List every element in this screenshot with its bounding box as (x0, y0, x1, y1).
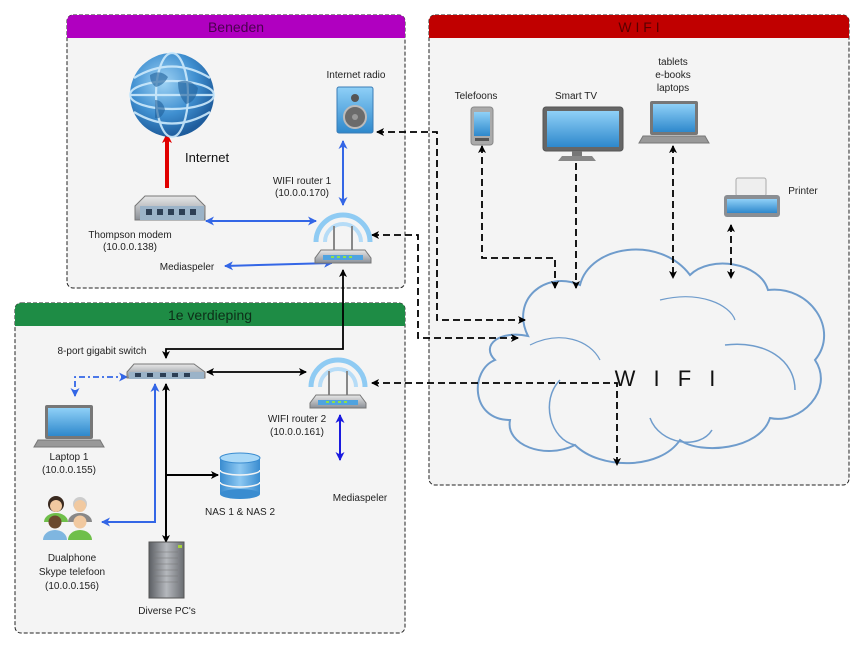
router2-label: WIFI router 2 (268, 414, 327, 425)
laptop-icon (33, 405, 105, 448)
node-printer[interactable]: Printer (724, 177, 818, 217)
laptop-icon (638, 101, 710, 144)
modem-label: Thompson modem (88, 230, 171, 241)
speaker-icon (336, 86, 374, 134)
zone-wifi-title: W I F I (618, 19, 659, 35)
zone-beneden-title: Beneden (208, 19, 264, 35)
mobile-label-1: tablets (658, 57, 687, 68)
wifi-router-icon (313, 212, 373, 264)
server-tower-icon (148, 541, 185, 599)
link-telefoons-wifi (478, 145, 559, 289)
pcs-label: Diverse PC's (138, 606, 195, 617)
internet-radio-label: Internet radio (327, 70, 386, 81)
node-modem[interactable]: Thompson modem (10.0.0.138) (88, 195, 206, 253)
dualphone-label-2: Skype telefoon (39, 567, 105, 578)
modem-icon (134, 195, 206, 221)
link-router1-switch (162, 269, 347, 359)
smart-tv-label: Smart TV (555, 91, 597, 102)
dualphone-label-3: (10.0.0.156) (45, 581, 99, 592)
node-dualphone[interactable]: Dualphone Skype telefoon (10.0.0.156) (39, 496, 105, 592)
router2-ip: (10.0.0.161) (270, 427, 324, 438)
tv-icon (542, 106, 624, 161)
mobile-label-2: e-books (655, 70, 691, 81)
zone-beneden-header (67, 15, 405, 38)
link-router1-wifi (371, 231, 519, 342)
link-switch-laptop1 (70, 372, 128, 397)
printer-icon (724, 177, 780, 217)
node-telefoons[interactable]: Telefoons (455, 91, 498, 146)
printer-label: Printer (788, 186, 818, 197)
telefoons-label: Telefoons (455, 91, 498, 102)
link-mediaspeler-router1 (224, 258, 333, 271)
database-icon (219, 452, 261, 499)
cloud-label: W I F I (615, 366, 722, 391)
link-router2-wifi (371, 379, 621, 466)
nas-label: NAS 1 & NAS 2 (205, 507, 275, 518)
link-switch-dualphone (101, 383, 160, 527)
dualphone-label-1: Dualphone (48, 553, 97, 564)
mediaspeler2-label[interactable]: Mediaspeler (333, 493, 388, 504)
connections (70, 128, 735, 543)
node-router2[interactable]: WIFI router 2 (10.0.0.161) (268, 357, 368, 438)
node-router1[interactable]: WIFI router 1 (10.0.0.170) (273, 176, 373, 264)
node-pcs[interactable]: Diverse PC's (138, 541, 196, 617)
smartphone-icon (470, 106, 494, 146)
node-switch[interactable]: 8-port gigabit switch (58, 346, 206, 379)
wifi-router-icon (308, 357, 368, 409)
users-icon (43, 496, 92, 540)
node-nas[interactable]: NAS 1 & NAS 2 (205, 452, 275, 518)
zone-verdieping-title: 1e verdieping (168, 307, 252, 323)
node-internet[interactable]: Internet (128, 51, 229, 165)
mobile-label-3: laptops (657, 83, 689, 94)
node-smart-tv[interactable]: Smart TV (542, 91, 624, 161)
node-mobile-devices[interactable]: tablets e-books laptops (638, 57, 710, 144)
globe-icon (128, 51, 216, 139)
node-internet-radio[interactable]: Internet radio (327, 70, 386, 134)
mediaspeler1-label[interactable]: Mediaspeler (160, 262, 215, 273)
switch-icon (126, 363, 206, 379)
modem-ip: (10.0.0.138) (103, 242, 157, 253)
node-laptop1[interactable]: Laptop 1 (10.0.0.155) (33, 405, 105, 476)
internet-label: Internet (185, 150, 229, 165)
router1-ip: (10.0.0.170) (275, 188, 329, 199)
router1-label: WIFI router 1 (273, 176, 332, 187)
switch-label: 8-port gigabit switch (58, 346, 147, 357)
zone-wifi-header (429, 15, 849, 38)
laptop1-ip: (10.0.0.155) (42, 465, 96, 476)
laptop1-label: Laptop 1 (50, 452, 89, 463)
